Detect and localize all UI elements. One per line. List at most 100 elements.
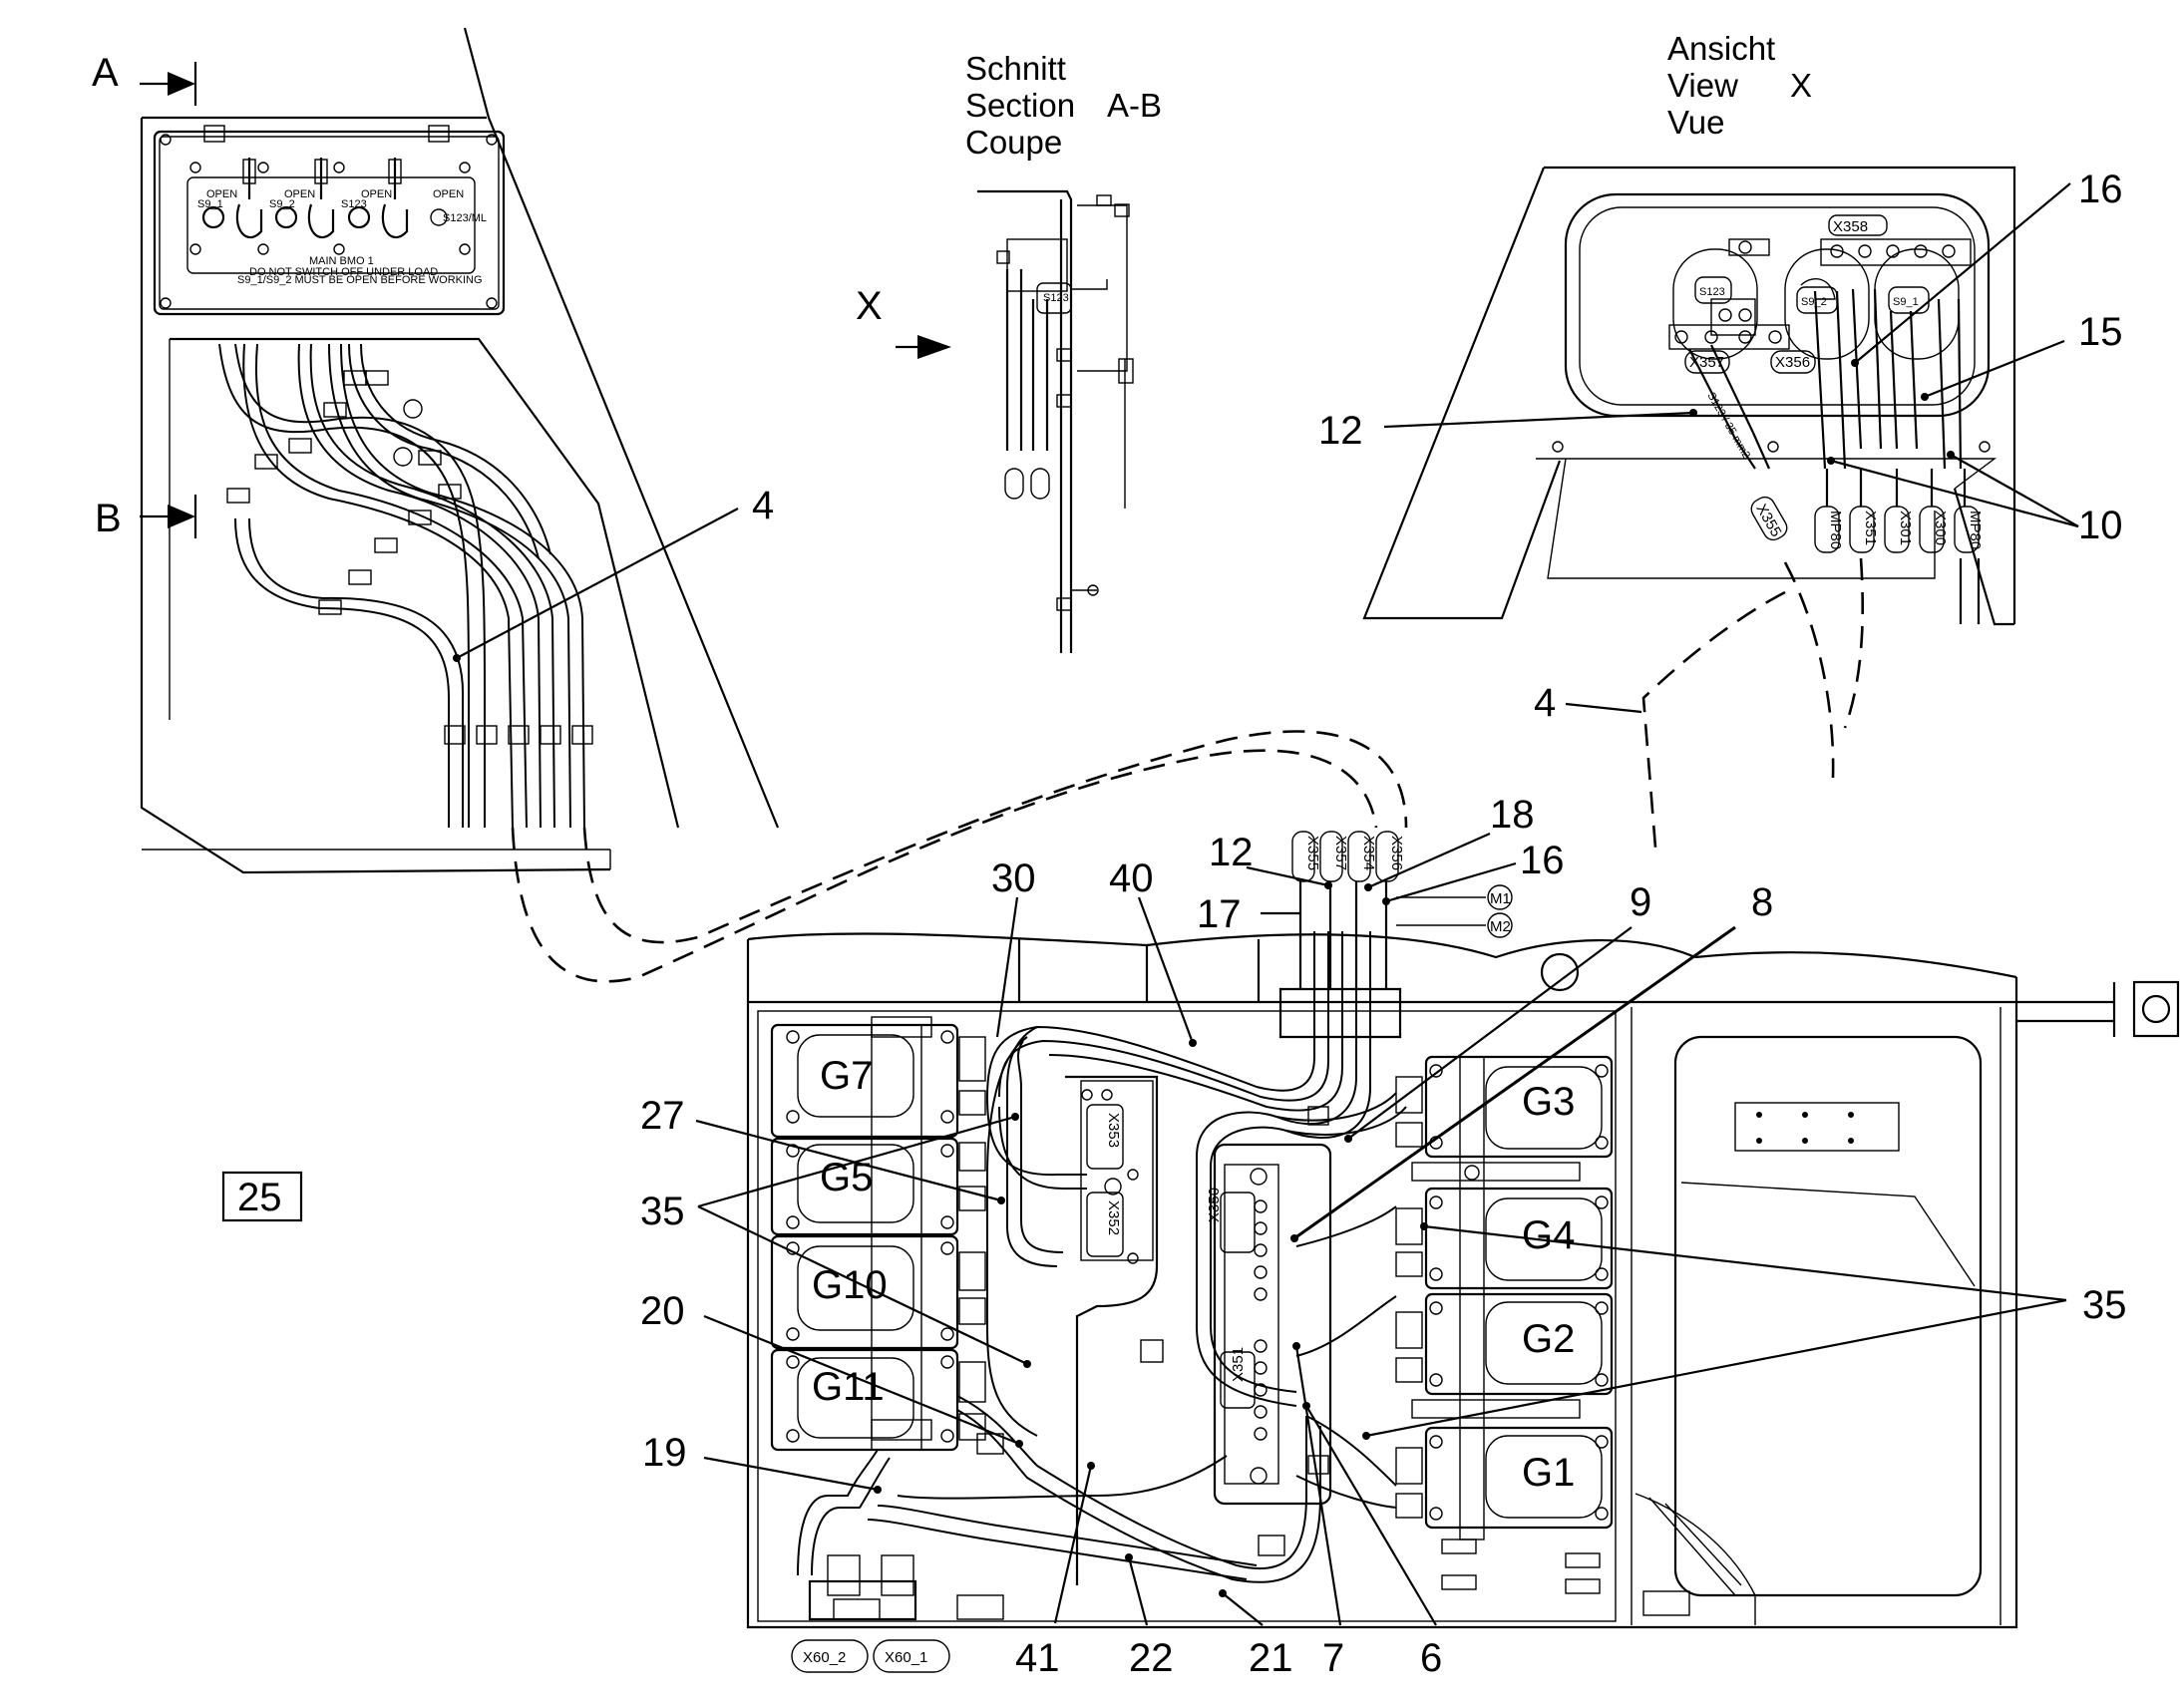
panel-open-2: OPEN xyxy=(284,188,315,200)
section-title-ab: A-B xyxy=(1107,87,1162,124)
section-view: Schnitt Section A-B Coupe X S123 xyxy=(856,50,1162,653)
panel-open-4: OPEN xyxy=(433,188,464,200)
entry-x356: X356 xyxy=(1388,836,1405,870)
callout-12-top: 12 xyxy=(1318,409,1363,453)
callout-4-mid: 4 xyxy=(1534,681,1556,725)
callout-7: 7 xyxy=(1322,1636,1344,1680)
entry-m1: M1 xyxy=(1490,890,1511,907)
callout-4-top: 4 xyxy=(752,484,774,527)
entry-x357: X357 xyxy=(1332,836,1349,870)
view-cable-dashed-3 xyxy=(1843,557,1865,729)
panel-note-1: DO NOT SWITCH OFF UNDER LOAD xyxy=(249,266,438,278)
callout-19: 19 xyxy=(642,1431,687,1475)
view-x351-tag: X351 xyxy=(1862,511,1879,545)
bottom-connectors xyxy=(808,1554,1690,1621)
panel-open-1: OPEN xyxy=(206,188,237,200)
generator-g10: G10 xyxy=(812,1263,888,1307)
left-battery-terminals xyxy=(786,1030,986,1443)
callout-16-top: 16 xyxy=(2078,168,2123,211)
callout-41: 41 xyxy=(1015,1636,1060,1680)
battery-box-leaders: 12 18 16 17 30 40 9 8 27 35 35 20 xyxy=(640,793,2127,1680)
rail-x352: X352 xyxy=(1105,1200,1122,1235)
right-battery-column: G3 G4 G2 G1 xyxy=(1395,1055,1614,1594)
section-title-de: Schnitt xyxy=(965,50,1066,87)
rail-x353: X353 xyxy=(1105,1113,1122,1148)
view-cable-mark-1: S123 / 35 mm2 xyxy=(1704,391,1752,462)
view-cable-dashed-1 xyxy=(1641,590,1786,849)
callout-6: 6 xyxy=(1420,1636,1442,1680)
entry-m2: M2 xyxy=(1490,918,1511,935)
view-s123-tag: S123 xyxy=(1699,286,1725,298)
section-title-fr: Coupe xyxy=(965,124,1062,161)
switch-handles xyxy=(201,158,409,239)
generator-g4: G4 xyxy=(1522,1213,1575,1257)
box-label-text: 25 xyxy=(237,1176,282,1219)
callout-18: 18 xyxy=(1490,793,1535,837)
callout-27: 27 xyxy=(640,1094,685,1138)
rail-terminals xyxy=(1081,1089,1268,1441)
left-detail-cables xyxy=(218,343,585,829)
view-cable-dashed-2 xyxy=(1783,561,1835,779)
switch-panel xyxy=(153,130,506,316)
view-s9-1-tag: S9_1 xyxy=(1893,296,1919,308)
view-x356: X356 xyxy=(1775,354,1810,371)
entry-x354: X354 xyxy=(1360,836,1377,870)
box-label xyxy=(221,1171,303,1222)
generator-g1: G1 xyxy=(1522,1451,1575,1495)
callout-17: 17 xyxy=(1197,892,1242,936)
view-title-en: View xyxy=(1667,67,1738,104)
detail-view-x: Ansicht View X Vue S123 S9_2 S9_1 X358 X… xyxy=(1318,30,2123,849)
panel-open-3: OPEN xyxy=(361,188,392,200)
top-left-detail: A B OPEN OPEN OPEN OPEN S9_1 S9_2 S123 S… xyxy=(92,27,780,1222)
view-x355-tag: X355 xyxy=(1752,502,1784,540)
section-mark-b: B xyxy=(95,497,122,540)
callout-20: 20 xyxy=(640,1289,685,1333)
callout-10: 10 xyxy=(2078,504,2123,547)
leader-4-top xyxy=(456,508,739,659)
callout-40: 40 xyxy=(1109,856,1154,900)
left-detail-clamps xyxy=(226,370,593,745)
view-arrow-letter: X xyxy=(856,284,883,328)
callout-8: 8 xyxy=(1751,880,1773,924)
rail-x350: X350 xyxy=(1206,1188,1223,1222)
callout-15: 15 xyxy=(2078,310,2123,354)
callout-35-left: 35 xyxy=(640,1190,685,1233)
terminal-bolts xyxy=(1668,238,1972,350)
connector-x60-2: X60_2 xyxy=(803,1649,846,1666)
callout-35-right: 35 xyxy=(2082,1283,2127,1327)
callout-22: 22 xyxy=(1129,1636,1174,1680)
view-title-fr: Vue xyxy=(1667,104,1725,141)
view-title-x: X xyxy=(1790,67,1812,104)
generator-g2: G2 xyxy=(1522,1317,1575,1361)
view-mp80-a: MP80 xyxy=(1827,511,1844,549)
panel-note-2: S9_1/S9_2 MUST BE OPEN BEFORE WORKING xyxy=(237,274,483,286)
view-x358: X358 xyxy=(1833,218,1868,235)
panel-side-label: S123/ML xyxy=(443,212,487,224)
battery-compartment: G7 G5 G10 G11 xyxy=(640,793,2180,1680)
section-mark-a: A xyxy=(92,51,119,95)
view-title-de: Ansicht xyxy=(1667,30,1775,67)
entry-x355: X355 xyxy=(1304,836,1321,870)
section-title-en: Section xyxy=(965,87,1075,124)
section-s123-tag: S123 xyxy=(1043,292,1069,304)
view-x301: X301 xyxy=(1897,511,1914,545)
generator-g7: G7 xyxy=(820,1054,873,1098)
view-x300: X300 xyxy=(1932,511,1949,545)
generator-g11: G11 xyxy=(812,1365,885,1409)
callout-12: 12 xyxy=(1209,831,1254,874)
connector-x60-1: X60_1 xyxy=(885,1649,927,1666)
callout-21: 21 xyxy=(1249,1636,1293,1680)
top-cable-entry: X355 X357 X354 X356 M1 M2 xyxy=(1278,831,1513,1039)
generator-g3: G3 xyxy=(1522,1080,1575,1124)
internal-cable-looms xyxy=(797,931,1407,1583)
view-mp80-b: MP80 xyxy=(1967,511,1984,549)
panel-main-label: MAIN BMO 1 xyxy=(309,255,374,267)
dashed-cable-run xyxy=(511,730,1408,983)
right-battery-terminals xyxy=(1395,1064,1609,1521)
generator-g5: G5 xyxy=(820,1156,873,1199)
left-battery-column: G7 G5 G10 G11 xyxy=(770,1016,986,1452)
center-terminal-rails: X353 X352 X350 X351 xyxy=(1065,1075,1332,1585)
view-s9-2-tag: S9_2 xyxy=(1801,296,1827,308)
callout-9: 9 xyxy=(1630,880,1651,924)
